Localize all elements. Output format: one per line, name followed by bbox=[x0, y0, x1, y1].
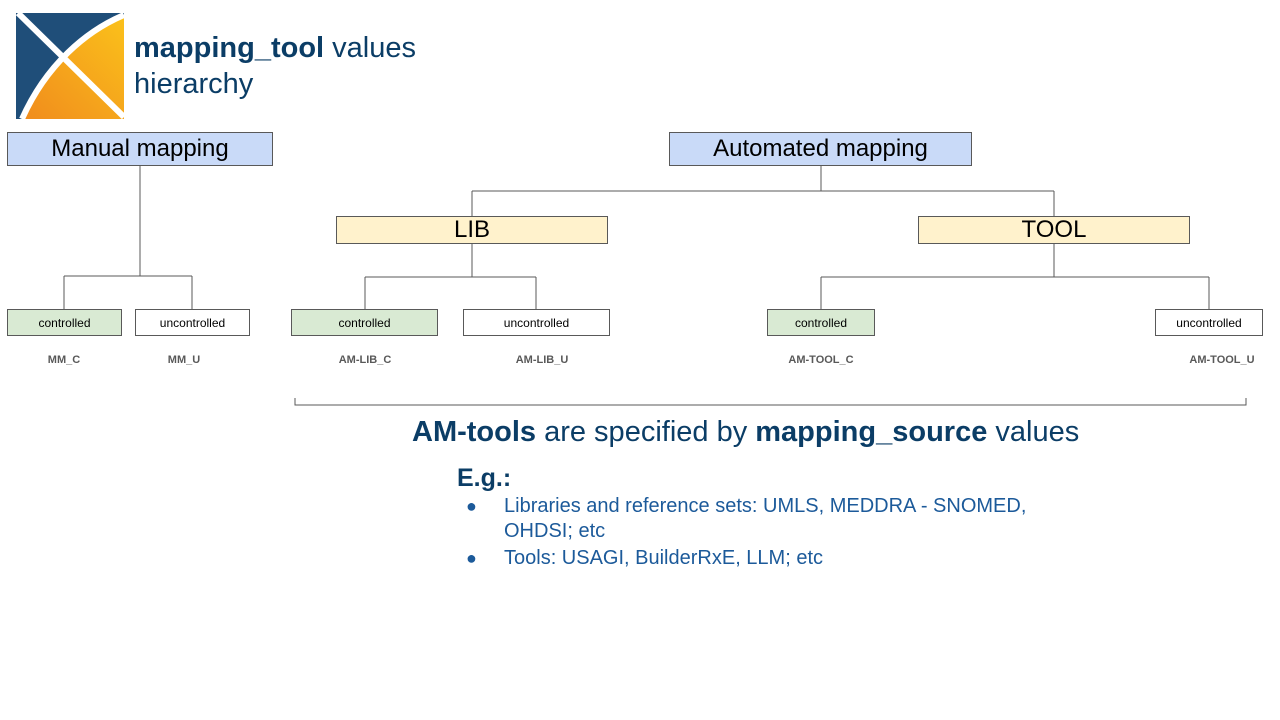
bullet-text: Tools: USAGI, BuilderRxE, LLM; etc bbox=[504, 547, 824, 569]
tool-uncontrolled-label: uncontrolled bbox=[1176, 315, 1242, 330]
lib-box: LIB bbox=[336, 216, 608, 244]
mm-controlled-label: controlled bbox=[38, 315, 91, 330]
mm-uncontrolled-label: uncontrolled bbox=[159, 315, 226, 330]
code-mm-c: MM_C bbox=[47, 354, 81, 366]
heading-end: values bbox=[987, 416, 1080, 448]
heading-mid: are specified by bbox=[536, 416, 756, 448]
code-am-tool-c: AM-TOOL_C bbox=[788, 354, 854, 366]
lib-label: LIB bbox=[453, 216, 491, 243]
bullet-text: Libraries and reference sets: UMLS, MEDD… bbox=[504, 495, 1027, 542]
manual-mapping-box: Manual mapping bbox=[7, 132, 273, 166]
lib-controlled-label: controlled bbox=[338, 315, 391, 330]
am-tools-heading: AM-tools are specified by mapping_source… bbox=[412, 416, 1079, 449]
title-line2: hierarchy bbox=[134, 68, 254, 100]
tool-label: TOOL bbox=[1021, 216, 1087, 243]
tool-uncontrolled-box: uncontrolled bbox=[1155, 309, 1263, 336]
code-mm-u: MM_U bbox=[167, 354, 201, 366]
tool-controlled-label: controlled bbox=[794, 315, 848, 330]
tool-controlled-box: controlled bbox=[767, 309, 875, 336]
heading-bold2: mapping_source bbox=[755, 416, 988, 448]
page-title: mapping_tool values hierarchy bbox=[134, 30, 416, 102]
code-am-lib-u: AM-LIB_U bbox=[515, 354, 569, 366]
examples-list: ● Libraries and reference sets: UMLS, MED… bbox=[466, 494, 1086, 573]
automated-mapping-box: Automated mapping bbox=[669, 132, 972, 166]
lib-uncontrolled-box: uncontrolled bbox=[463, 309, 610, 336]
bullet-icon: ● bbox=[466, 548, 477, 568]
tool-box: TOOL bbox=[918, 216, 1190, 244]
lib-controlled-box: controlled bbox=[291, 309, 438, 336]
mm-uncontrolled-box: uncontrolled bbox=[135, 309, 250, 336]
bullet-icon: ● bbox=[466, 496, 477, 516]
code-am-lib-c: AM-LIB_C bbox=[338, 354, 392, 366]
eg-label: E.g.: bbox=[457, 464, 512, 492]
manual-mapping-label: Manual mapping bbox=[51, 135, 229, 162]
title-rest: values bbox=[324, 32, 416, 64]
automated-mapping-label: Automated mapping bbox=[713, 135, 928, 162]
lib-uncontrolled-label: uncontrolled bbox=[503, 315, 570, 330]
list-item: ● Libraries and reference sets: UMLS, MED… bbox=[466, 494, 1086, 544]
mm-controlled-box: controlled bbox=[7, 309, 122, 336]
title-bold: mapping_tool bbox=[134, 32, 325, 64]
code-am-tool-u: AM-TOOL_U bbox=[1189, 354, 1255, 366]
list-item: ● Tools: USAGI, BuilderRxE, LLM; etc bbox=[466, 546, 1086, 571]
ohdsi-logo bbox=[15, 10, 127, 121]
heading-bold1: AM-tools bbox=[412, 416, 537, 448]
